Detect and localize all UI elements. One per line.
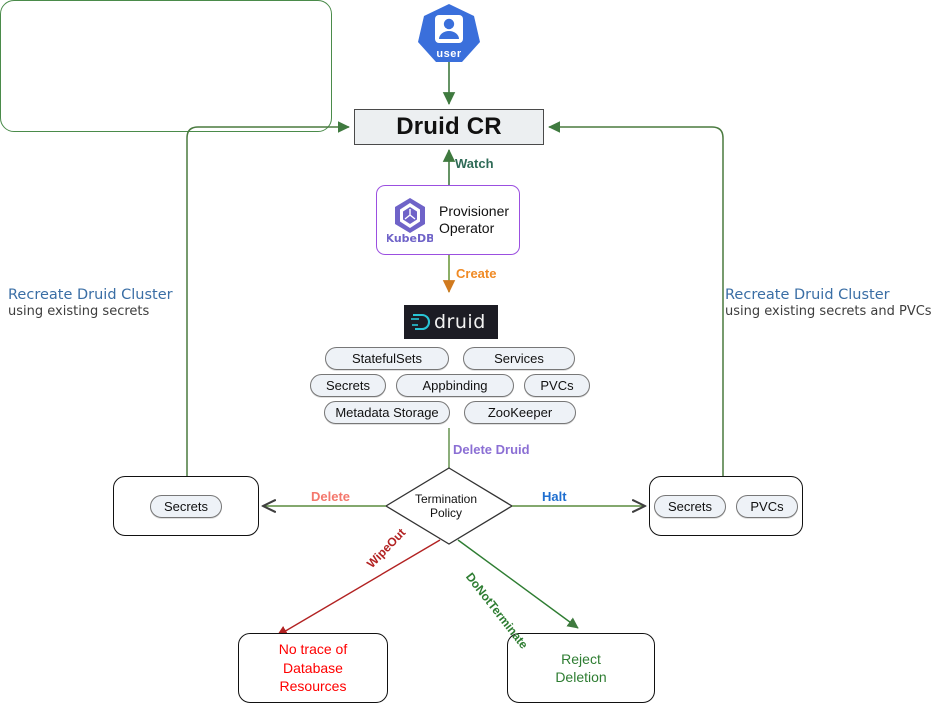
pill-secrets[interactable]: Secrets bbox=[310, 374, 386, 397]
cluster-row-0: StatefulSets Services bbox=[285, 347, 615, 370]
edge-wipeout bbox=[276, 539, 441, 637]
wipeout-outcome-box[interactable]: No trace of Database Resources bbox=[238, 633, 388, 703]
cluster-row-2: Metadata Storage ZooKeeper bbox=[285, 401, 615, 424]
druid-cluster-box[interactable] bbox=[0, 0, 332, 132]
termination-policy-line1: Termination bbox=[414, 492, 478, 506]
note-right-subtitle: using existing secrets and PVCs bbox=[725, 304, 932, 320]
halt-outcome-items: Secrets PVCs bbox=[654, 494, 798, 518]
pill-secrets-delete[interactable]: Secrets bbox=[150, 494, 222, 518]
note-recreate-left: Recreate Druid Cluster using existing se… bbox=[8, 286, 223, 320]
edge-label-delete-druid: Delete Druid bbox=[453, 442, 530, 457]
operator-title-line2: Operator bbox=[438, 220, 495, 236]
note-left-subtitle: using existing secrets bbox=[8, 304, 150, 320]
pill-pvcs[interactable]: PVCs bbox=[524, 374, 590, 397]
edge-label-halt: Halt bbox=[542, 489, 567, 504]
delete-outcome-box[interactable]: Secrets bbox=[113, 476, 259, 536]
cluster-row-1: Secrets Appbinding PVCs bbox=[285, 374, 615, 397]
termination-policy-line2: Policy bbox=[429, 506, 462, 521]
kubedb-logo-icon: KubeDB bbox=[387, 198, 433, 245]
wipeout-line1: No trace of bbox=[278, 641, 348, 658]
halt-outcome-box[interactable]: Secrets PVCs bbox=[649, 476, 803, 536]
edge-label-delete: Delete bbox=[311, 489, 351, 504]
pill-services[interactable]: Services bbox=[463, 347, 575, 370]
wipeout-line3: Resources bbox=[279, 678, 347, 695]
user-label: user bbox=[436, 48, 462, 60]
operator-title-line1: Provisioner bbox=[438, 203, 510, 220]
reject-line2: Deletion bbox=[555, 669, 607, 685]
pill-zookeeper[interactable]: ZooKeeper bbox=[464, 401, 576, 424]
pill-statefulsets[interactable]: StatefulSets bbox=[325, 347, 449, 370]
operator-title: Provisioner Operator bbox=[439, 203, 509, 236]
druid-wordmark: druid bbox=[434, 311, 486, 333]
edge-label-create: Create bbox=[456, 266, 497, 281]
wipeout-line2: Database bbox=[283, 659, 343, 676]
kubernetes-user-icon bbox=[418, 4, 480, 62]
kubedb-wordmark: KubeDB bbox=[387, 232, 433, 245]
reject-line1: Reject bbox=[561, 650, 601, 667]
edge-label-watch: Watch bbox=[455, 156, 494, 171]
note-right-title: Recreate Druid Cluster bbox=[725, 287, 890, 303]
note-recreate-right: Recreate Druid Cluster using existing se… bbox=[725, 286, 940, 320]
pill-appbinding[interactable]: Appbinding bbox=[396, 374, 514, 397]
provisioner-operator-box[interactable]: KubeDB Provisioner Operator bbox=[376, 185, 520, 255]
operator-content: KubeDB Provisioner Operator bbox=[381, 195, 515, 245]
note-left-title: Recreate Druid Cluster bbox=[8, 287, 173, 303]
user-node bbox=[414, 2, 484, 68]
reject-text: Reject Deletion bbox=[555, 650, 606, 687]
pill-metadata-storage[interactable]: Metadata Storage bbox=[324, 401, 450, 424]
druid-logo-icon bbox=[411, 313, 431, 331]
pill-pvcs-halt[interactable]: PVCs bbox=[736, 494, 798, 518]
druid-logo: druid bbox=[404, 305, 498, 339]
pill-secrets-halt[interactable]: Secrets bbox=[654, 494, 726, 518]
donotterminate-outcome-box[interactable]: Reject Deletion bbox=[507, 633, 655, 703]
druid-cr-box[interactable]: Druid CR bbox=[354, 109, 544, 145]
wipeout-text: No trace of Database Resources bbox=[279, 640, 347, 695]
termination-policy-label: Termination Policy bbox=[396, 492, 496, 521]
delete-outcome-items: Secrets bbox=[150, 494, 222, 518]
edge-label-donotterminate: DoNotTerminate bbox=[462, 570, 531, 652]
edge-label-wipeout: WipeOut bbox=[364, 525, 409, 571]
